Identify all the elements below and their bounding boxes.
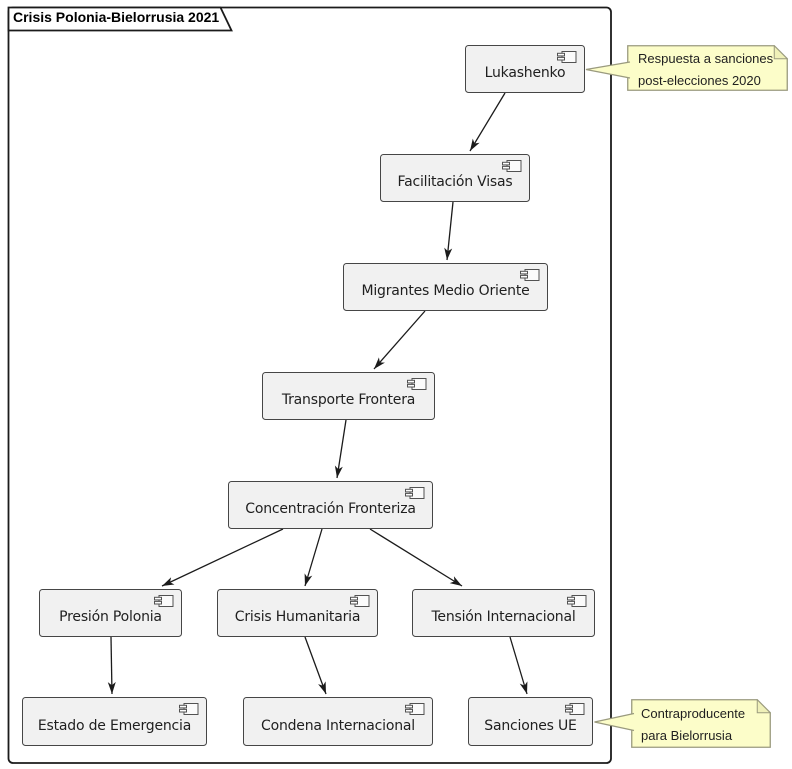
component-icon	[179, 703, 199, 715]
component-label: Facilitación Visas	[397, 174, 513, 190]
edge-tension-internacional-sanciones-ue	[509, 636, 528, 695]
edge-concentracion-fronteriza-presion-polonia	[161, 528, 284, 587]
component-icon	[567, 595, 587, 607]
note-respuesta: Respuesta a sanciones post-elecciones 20…	[638, 51, 774, 88]
component-icon	[154, 595, 174, 607]
component-migrantes-medio-oriente: Migrantes Medio Oriente	[343, 263, 548, 311]
component-estado-de-emergencia: Estado de Emergencia	[22, 697, 207, 746]
component-lukashenko: Lukashenko	[465, 45, 585, 93]
frame-title: Crisis Polonia-Bielorrusia 2021	[13, 9, 220, 25]
note-respuesta-shape	[627, 45, 788, 91]
component-icon	[502, 160, 522, 172]
component-icon	[407, 378, 427, 390]
edge-facilitacion-visas-migrantes-medio-oriente	[444, 201, 454, 261]
component-icon	[350, 595, 370, 607]
component-transporte-frontera: Transporte Frontera	[262, 372, 435, 420]
component-icon	[520, 269, 540, 281]
note-fold-icon	[756, 699, 771, 714]
edge-concentracion-fronteriza-crisis-humanitaria	[304, 528, 323, 587]
component-icon	[405, 487, 425, 499]
frame-title-tab	[7, 6, 233, 32]
component-tension-internacional: Tensión Internacional	[412, 589, 595, 637]
component-icon	[405, 703, 425, 715]
note-contraproducente-shape	[631, 699, 771, 748]
component-icon	[565, 703, 585, 715]
note-contraproducente: Contraproducente para Bielorrusia	[641, 706, 746, 743]
component-label: Estado de Emergencia	[37, 717, 192, 734]
component-crisis-humanitaria: Crisis Humanitaria	[217, 589, 378, 637]
component-condena-internacional: Condena Internacional	[243, 697, 433, 746]
component-sanciones-ue: Sanciones UE	[468, 697, 593, 746]
component-icon	[557, 51, 577, 63]
component-facilitacion-visas: Facilitación Visas	[380, 154, 530, 202]
edge-migrantes-medio-oriente-transporte-frontera	[373, 310, 426, 370]
frame-border	[7, 6, 612, 764]
component-label: Sanciones UE	[484, 717, 577, 734]
component-label: Presión Polonia	[59, 609, 162, 625]
component-label: Migrantes Medio Oriente	[361, 283, 530, 299]
component-label: Lukashenko	[484, 65, 566, 81]
note-fold-icon	[773, 45, 788, 60]
edge-presion-polonia-estado-de-emergencia	[107, 636, 116, 695]
edge-crisis-humanitaria-condena-internacional	[304, 636, 327, 695]
edge-transporte-frontera-concentracion-fronteriza	[334, 419, 347, 479]
component-label: Condena Internacional	[261, 717, 415, 734]
component-concentracion-fronteriza: Concentración Fronteriza	[228, 481, 433, 529]
component-presion-polonia: Presión Polonia	[39, 589, 182, 637]
component-label: Transporte Frontera	[281, 392, 416, 408]
component-label: Crisis Humanitaria	[234, 609, 361, 625]
edge-lukashenko-facilitacion-visas	[469, 92, 506, 152]
component-label: Concentración Fronteriza	[245, 501, 416, 517]
edge-concentracion-fronteriza-tension-internacional	[369, 528, 463, 587]
component-label: Tensión Internacional	[431, 609, 576, 625]
